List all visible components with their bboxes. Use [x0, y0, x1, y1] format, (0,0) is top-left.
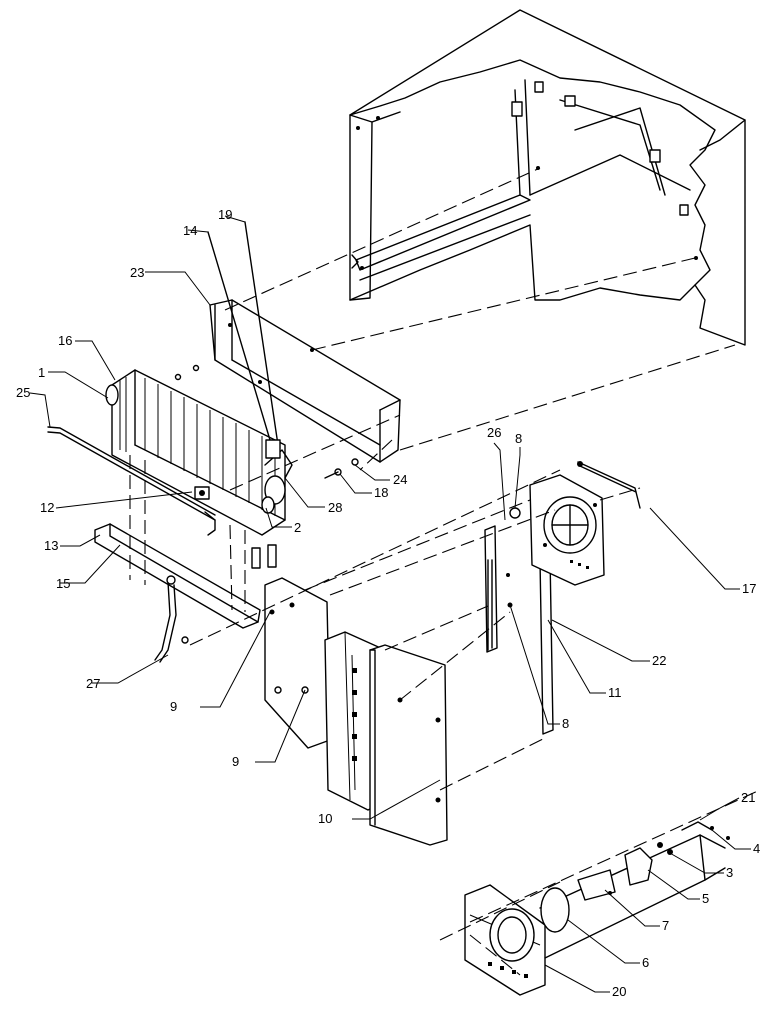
callout-11: 11	[608, 685, 622, 700]
callout-25: 25	[16, 385, 30, 400]
fan-bracket-strips	[484, 525, 554, 735]
callout-5: 5	[702, 891, 709, 906]
front-grille-panel	[369, 644, 448, 846]
callout-7: 7	[662, 918, 669, 933]
callout-4: 4	[753, 841, 760, 856]
callout-28: 28	[328, 500, 342, 515]
callout-8-lower: 8	[562, 716, 569, 731]
rear-panel	[264, 577, 331, 749]
fan-bracket-rod	[577, 461, 641, 509]
callout-16: 16	[58, 333, 72, 348]
callout-2: 2	[294, 520, 301, 535]
callout-17: 17	[742, 581, 756, 596]
evaporator-coil	[105, 369, 293, 536]
callout-10: 10	[318, 811, 332, 826]
callout-9-upper: 9	[170, 699, 177, 714]
callout-8-upper: 8	[515, 431, 522, 446]
callout-3: 3	[726, 865, 733, 880]
callout-12: 12	[40, 500, 54, 515]
evaporator-cover	[209, 299, 401, 463]
lower-fan-assembly	[464, 821, 730, 996]
mounting-screws	[174, 364, 359, 644]
defrost-heater	[47, 426, 216, 536]
callout-19: 19	[218, 207, 232, 222]
callout-9-lower: 9	[232, 754, 239, 769]
callout-14: 14	[183, 223, 197, 238]
callout-24: 24	[393, 472, 407, 487]
callout-26: 26	[487, 425, 501, 440]
callout-labels: 25 1 16 23 14 19 12 13 15 27 2 28 18 24 …	[16, 207, 760, 999]
callout-15: 15	[56, 576, 70, 591]
drain-tube	[154, 575, 177, 663]
defrost-thermostat	[194, 486, 210, 500]
callout-18: 18	[374, 485, 388, 500]
callout-21: 21	[741, 790, 755, 805]
assembly-guide-lines	[129, 167, 761, 976]
callout-6: 6	[642, 955, 649, 970]
callout-23: 23	[130, 265, 144, 280]
callout-22: 22	[652, 653, 666, 668]
fan-housing	[509, 474, 605, 586]
callout-27: 27	[86, 676, 100, 691]
callout-20: 20	[612, 984, 626, 999]
callout-leaders	[29, 215, 751, 993]
wire-harness	[207, 221, 281, 569]
callout-13: 13	[44, 538, 58, 553]
callout-1: 1	[38, 365, 45, 380]
cabinet-liner	[349, 9, 746, 346]
drain-trough	[94, 523, 261, 629]
